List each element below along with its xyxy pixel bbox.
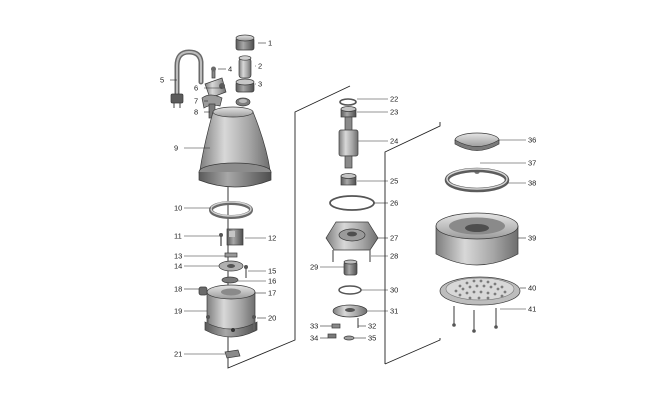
- part-label-21: 21: [174, 350, 182, 359]
- part-24-rotor-shaft: [338, 116, 359, 169]
- part-9-motor-housing: [198, 106, 272, 188]
- part-31-seal-cover: [332, 304, 368, 318]
- leader-lines: [170, 42, 526, 355]
- part-38-wear-ring: [444, 167, 510, 193]
- part-label-9: 9: [174, 144, 178, 153]
- part-14-seal-plate: [218, 260, 244, 272]
- frame-middle-edge: [384, 122, 441, 364]
- part-label-15: 15: [268, 267, 276, 276]
- part-17-stator-housing: [206, 284, 256, 333]
- part-39-pump-casing: [435, 212, 519, 266]
- part-label-7: 7: [194, 97, 198, 106]
- part-label-29: 29: [310, 263, 318, 272]
- part-label-23: 23: [390, 108, 398, 117]
- part-label-22: 22: [390, 95, 398, 104]
- part-label-37: 37: [528, 159, 536, 168]
- part-label-33: 33: [310, 322, 318, 331]
- part-label-39: 39: [528, 234, 536, 243]
- part-11-screw: [219, 233, 223, 246]
- part-label-10: 10: [174, 204, 182, 213]
- part-21-key: [224, 349, 241, 359]
- part-label-36: 36: [528, 136, 536, 145]
- part-label-8: 8: [194, 108, 198, 117]
- part-28-screws: [332, 250, 371, 262]
- part-label-34: 34: [310, 334, 318, 343]
- part-label-26: 26: [390, 199, 398, 208]
- part-13-washer: [224, 252, 238, 258]
- part-26-o-ring-large: [329, 195, 375, 211]
- part-label-14: 14: [174, 262, 182, 271]
- part-27-bearing-bracket: [325, 221, 379, 251]
- part-23-upper-bearing: [340, 106, 357, 118]
- part-25-lower-bearing: [340, 173, 357, 186]
- part-15-screw: [244, 265, 248, 278]
- part-19-base-flange: [204, 321, 258, 338]
- part-29-mechanical-seal: [343, 259, 358, 276]
- part-35-washer: [343, 335, 355, 341]
- part-36-impeller: [454, 132, 500, 151]
- part-label-32: 32: [368, 322, 376, 331]
- part-label-20: 20: [268, 314, 276, 323]
- part-label-18: 18: [174, 285, 182, 294]
- part-label-24: 24: [390, 137, 398, 146]
- part-16-seal-ring: [221, 276, 239, 284]
- part-18-plug: [198, 286, 208, 296]
- part-label-40: 40: [528, 284, 536, 293]
- part-label-31: 31: [390, 307, 398, 316]
- part-label-41: 41: [528, 305, 536, 314]
- part-label-2: 2: [258, 62, 262, 71]
- part-label-27: 27: [390, 234, 398, 243]
- part-7-float-switch: [201, 94, 223, 109]
- part-5-power-cable: [170, 49, 204, 108]
- part-label-3: 3: [258, 80, 262, 89]
- part-2-cable-gland-sleeve: [238, 55, 252, 79]
- part-label-25: 25: [390, 177, 398, 186]
- part-3-cable-gland-base: [235, 78, 255, 93]
- part-label-11: 11: [174, 232, 182, 241]
- part-label-30: 30: [390, 286, 398, 295]
- part-label-13: 13: [174, 252, 182, 261]
- part-label-38: 38: [528, 179, 536, 188]
- part-label-12: 12: [268, 234, 276, 243]
- part-22-o-ring: [339, 98, 357, 106]
- part-label-19: 19: [174, 307, 182, 316]
- part-1-cable-gland-nut: [235, 34, 255, 51]
- part-40-suction-strainer: [439, 276, 521, 306]
- part-12-capacitor: [226, 228, 244, 246]
- part-label-6: 6: [194, 84, 198, 93]
- part-label-5: 5: [160, 76, 164, 85]
- part-label-17: 17: [268, 289, 276, 298]
- strainer-holes: [454, 279, 507, 300]
- part-4-screw: [211, 66, 216, 79]
- part-41-strainer-screws: [452, 306, 498, 333]
- part-30-o-ring: [338, 285, 362, 295]
- part-label-4: 4: [228, 65, 232, 74]
- part-20-screw: [206, 315, 256, 330]
- part-label-16: 16: [268, 277, 276, 286]
- part-10-o-ring-housing: [209, 201, 253, 219]
- part-label-28: 28: [390, 252, 398, 261]
- part-label-1: 1: [268, 39, 272, 48]
- frame-middle-bottom: [384, 338, 441, 365]
- part-label-35: 35: [368, 334, 376, 343]
